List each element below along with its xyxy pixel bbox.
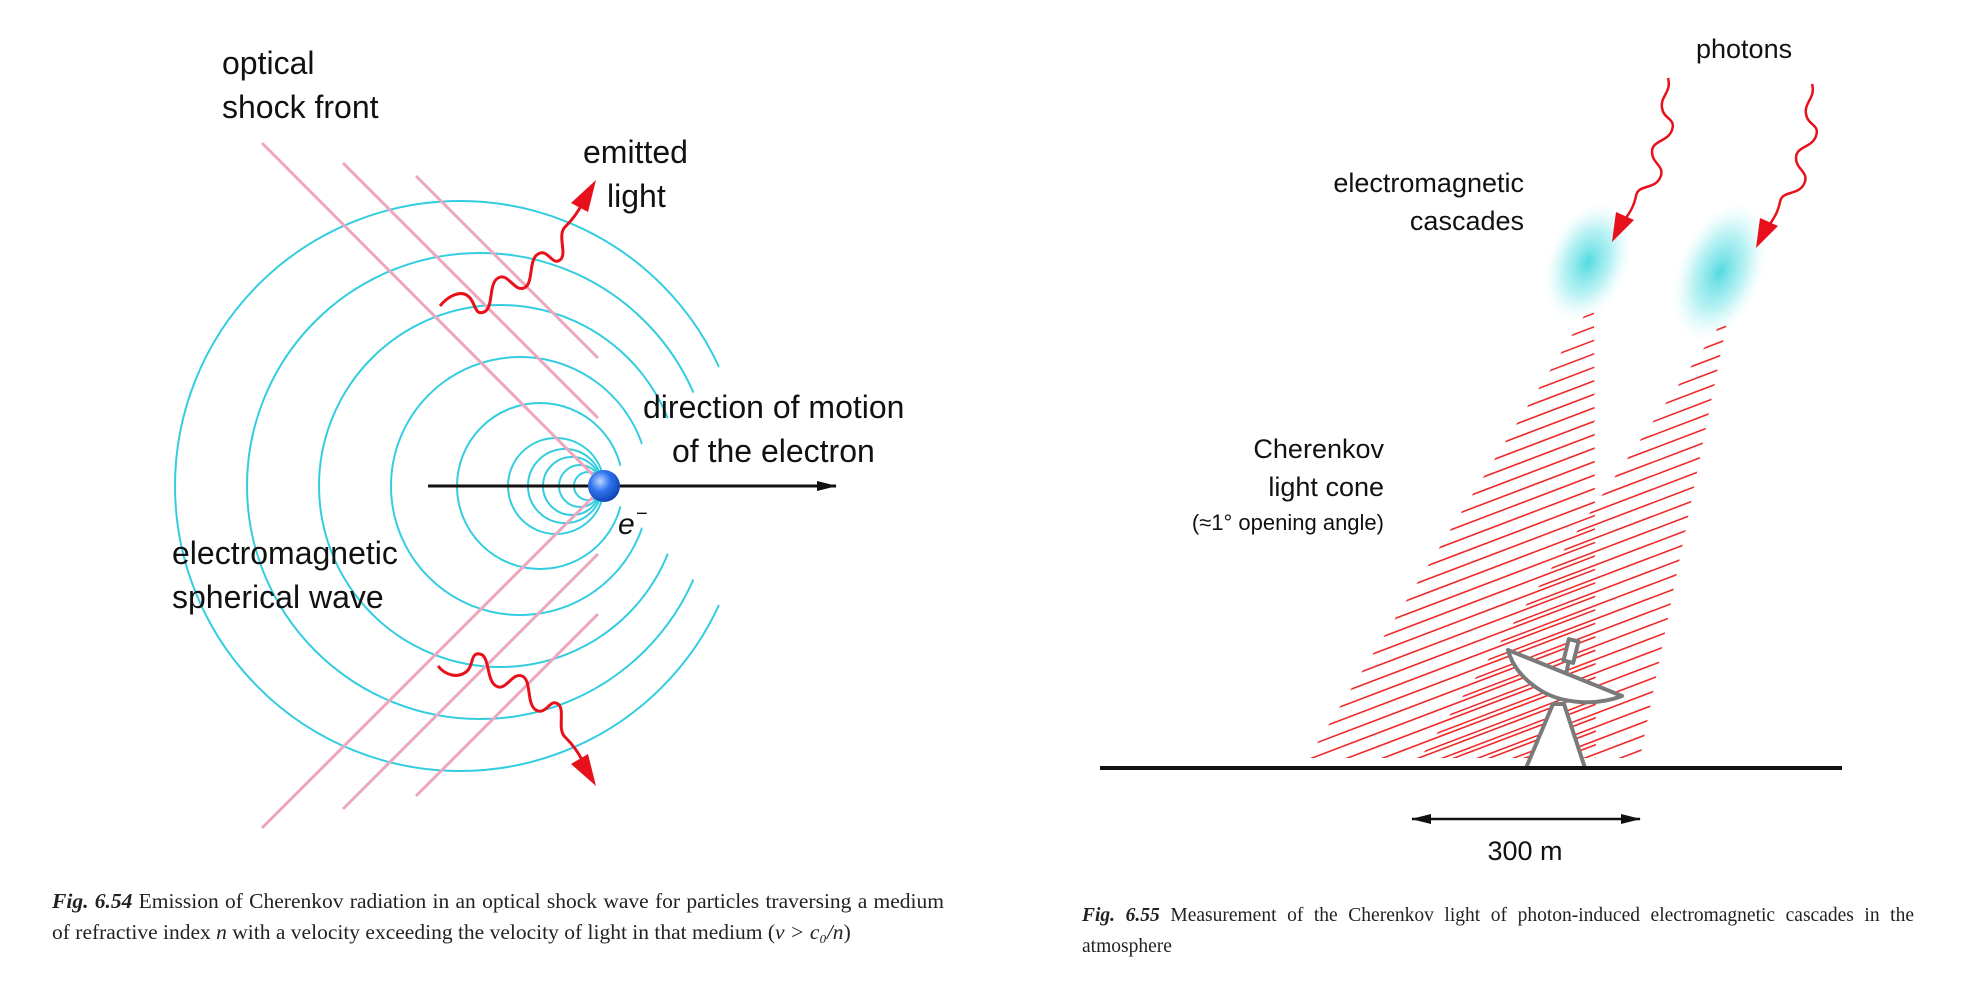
cherenkov-hatch-line	[1420, 488, 1729, 627]
cherenkov-hatch-line	[1420, 528, 1729, 668]
label-optical: optical	[222, 45, 315, 81]
label-300m: 300 m	[1487, 836, 1562, 866]
cherenkov-hatch-line	[1308, 316, 1596, 444]
cherenkov-hatch-line	[1420, 717, 1729, 758]
cherenkov-hatch-line	[1420, 555, 1729, 695]
cherenkov-hatch-line	[1420, 393, 1729, 533]
label-electron-symbol: e	[618, 508, 635, 541]
cherenkov-hatch-line	[1420, 596, 1729, 735]
incoming-photon-right	[1756, 83, 1819, 248]
cherenkov-hatch-line	[1420, 461, 1729, 600]
emitted-photon-up	[438, 180, 596, 315]
cherenkov-cone-left	[1290, 300, 1620, 881]
electron	[588, 470, 620, 502]
caption-n: n	[216, 920, 227, 944]
cherenkov-hatch-line	[1420, 380, 1729, 519]
telescope-dish	[1506, 648, 1624, 705]
telescope-receiver	[1561, 637, 1581, 665]
label-em-cascades-2: cascades	[1410, 206, 1524, 236]
cherenkov-hatch-line	[1308, 599, 1596, 727]
cherenkov-hatch-line	[1420, 542, 1729, 681]
cherenkov-hatch-line	[1308, 302, 1596, 430]
label-of-electron: of the electron	[672, 433, 875, 469]
caption-text: Emission of Cherenkov radiation in an op…	[52, 889, 945, 944]
cherenkov-hatch-line	[1420, 366, 1729, 506]
left-diagram: optical shock front emitted light direct…	[172, 45, 980, 866]
telescope	[1506, 637, 1624, 770]
label-em-cascades-1: electromagnetic	[1333, 168, 1524, 198]
label-direction: direction of motion	[643, 389, 904, 425]
cherenkov-hatch-line	[1420, 447, 1729, 587]
caption-fig-number: Fig. 6.54	[52, 889, 133, 913]
caption-close: )	[843, 920, 851, 944]
cherenkov-hatch-line	[1420, 353, 1729, 492]
cherenkov-hatch-line	[1420, 501, 1729, 641]
cherenkov-hatch-line	[1420, 704, 1729, 758]
label-light-cone: light cone	[1268, 472, 1384, 502]
cherenkov-hatch-line	[1308, 356, 1596, 484]
cherenkov-hatch-line	[1308, 518, 1596, 646]
caption-condition: v > c₀/n	[775, 920, 844, 944]
cherenkov-figures: optical shock front emitted light direct…	[172, 34, 1842, 881]
cherenkov-hatch-line	[1290, 776, 1620, 880]
caption-fig-number: Fig. 6.55	[1082, 905, 1160, 926]
cherenkov-hatch-line	[1420, 420, 1729, 560]
cherenkov-hatch-line	[1420, 434, 1729, 573]
cherenkov-hatch-line	[1420, 474, 1729, 614]
cascade-cloud-left	[1544, 202, 1632, 322]
label-light: light	[607, 178, 666, 214]
label-opening-angle: (≈1° opening angle)	[1192, 510, 1384, 535]
cherenkov-hatch-line	[1290, 763, 1620, 881]
caption-text: Measurement of the Cherenkov light of ph…	[1082, 905, 1914, 957]
incoming-photon-left	[1612, 77, 1675, 242]
cherenkov-hatch-line	[1420, 339, 1729, 479]
label-spherical-wave: spherical wave	[172, 579, 384, 615]
cherenkov-hatch-line	[1400, 773, 1760, 881]
cherenkov-hatch-line	[1420, 326, 1729, 465]
emitted-photon-down	[436, 652, 596, 786]
label-cherenkov: Cherenkov	[1253, 434, 1384, 464]
label-electron-charge: −	[636, 503, 648, 525]
caption-text-2: with a velocity exceeding the velocity o…	[232, 920, 776, 944]
cascade-cloud-right	[1672, 203, 1768, 341]
label-electromagnetic: electromagnetic	[172, 535, 398, 571]
cherenkov-hatch-line	[1420, 407, 1729, 546]
caption-fig-6-54: Fig. 6.54 Emission of Cherenkov radiatio…	[52, 886, 944, 948]
right-diagram: photons electromagnetic cascades Cherenk…	[1100, 34, 1842, 881]
caption-fig-6-55: Fig. 6.55 Measurement of the Cherenkov l…	[1082, 900, 1914, 962]
cherenkov-hatch-line	[1308, 613, 1596, 741]
label-emitted: emitted	[583, 134, 688, 170]
label-shock-front: shock front	[222, 89, 379, 125]
cherenkov-hatch-line	[1308, 559, 1596, 687]
label-photons: photons	[1696, 34, 1792, 64]
optical-shock-front	[260, 141, 606, 830]
cherenkov-hatch-line	[1420, 515, 1729, 654]
